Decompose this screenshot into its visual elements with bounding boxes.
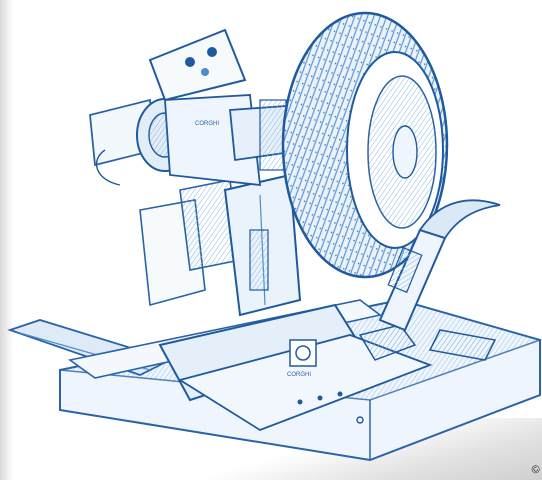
truck-tire bbox=[281, 11, 449, 279]
base-fasteners bbox=[297, 391, 364, 424]
main-column bbox=[223, 173, 302, 317]
spindle-plate-label: CORGHI bbox=[195, 121, 219, 127]
pedal-block bbox=[358, 324, 497, 361]
sliding-carriage: CORGHI bbox=[158, 303, 433, 432]
bead-breaker-arm bbox=[378, 199, 501, 332]
carriage-plate-label: CORGHI bbox=[287, 372, 311, 378]
control-box: CORGHI bbox=[148, 28, 247, 127]
page-edge-shadow-left bbox=[0, 0, 14, 480]
hydraulic-cabinet bbox=[139, 179, 241, 307]
